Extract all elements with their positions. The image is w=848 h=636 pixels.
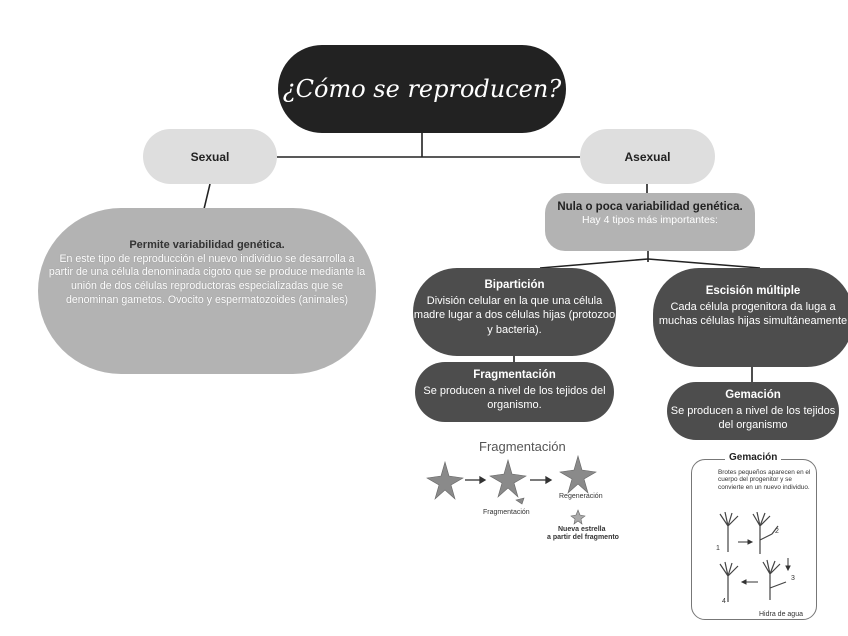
fragmentacion-node: Fragmentación Se producen a nivel de los… [415, 362, 614, 422]
biparticion-node: Bipartición División celular en la que u… [413, 268, 616, 356]
asexual-node: Asexual [580, 129, 715, 184]
starfish-icon [489, 458, 527, 498]
starfish-illustration [426, 454, 597, 525]
step-1-label: 1 [716, 545, 720, 552]
asexual-summary-heading: Nula o poca variabilidad genética. [557, 201, 743, 213]
step-4-label: 4 [722, 598, 726, 605]
asexual-label: Asexual [624, 149, 671, 164]
hydra-icon [752, 512, 779, 554]
asexual-summary: Nula o poca variabilidad genética. Hay 4… [545, 193, 755, 251]
gemacion-text: Se producen a nivel de los tejidos del o… [670, 404, 836, 432]
hydra-illustration [719, 512, 791, 602]
hidra-label: Hidra de agua [759, 611, 803, 618]
starfish-fragment-icon [515, 497, 525, 505]
apartir-fragmento-label: a partir del fragmento [547, 534, 619, 541]
sexual-description-text: En este tipo de reproducción el nuevo in… [48, 252, 366, 307]
fragmentacion-heading: Fragmentación [473, 369, 556, 381]
hydra-icon [719, 512, 739, 552]
starfish-icon [559, 454, 597, 494]
sexual-description: Permite variabilidad genética. En este t… [38, 208, 376, 374]
biparticion-text: División celular en la que una célula ma… [413, 294, 616, 337]
gemacion-illustration-title: Gemación [725, 452, 782, 463]
escision-text: Cada célula progenitora da luga a muchas… [658, 300, 848, 328]
escision-node: Escisión múltiple Cada célula progenitor… [653, 268, 848, 367]
fragmentacion-illustration-title: Fragmentación [479, 439, 566, 454]
step-2-label: 2 [775, 528, 779, 535]
fragmentacion-label: Fragmentación [483, 509, 530, 516]
sexual-description-heading: Permite variabilidad genética. [129, 239, 285, 251]
sexual-node: Sexual [143, 129, 277, 184]
gemacion-heading: Gemación [725, 389, 781, 401]
regeneracion-label: Regeneración [559, 493, 603, 500]
fragmentacion-text: Se producen a nivel de los tejidos del o… [423, 384, 606, 412]
new-starfish-icon [570, 509, 586, 525]
step-3-label: 3 [791, 575, 795, 582]
sexual-label: Sexual [190, 149, 230, 164]
main-title-text: ¿Cómo se reproducen? [282, 75, 562, 103]
hydra-icon [719, 561, 739, 602]
escision-heading: Escisión múltiple [705, 285, 801, 297]
starfish-icon [426, 460, 464, 500]
main-title: ¿Cómo se reproducen? [278, 45, 566, 133]
gemacion-node: Gemación Se producen a nivel de los teji… [667, 382, 839, 440]
hydra-icon [762, 559, 787, 600]
biparticion-heading: Bipartición [484, 279, 545, 291]
gemacion-illustration-text: Brotes pequeños aparecen en el cuerpo de… [718, 469, 811, 491]
gemacion-illustration-box [691, 459, 817, 620]
nueva-estrella-label: Nueva estrella [558, 526, 606, 533]
asexual-summary-text: Hay 4 tipos más importantes: [582, 214, 718, 227]
